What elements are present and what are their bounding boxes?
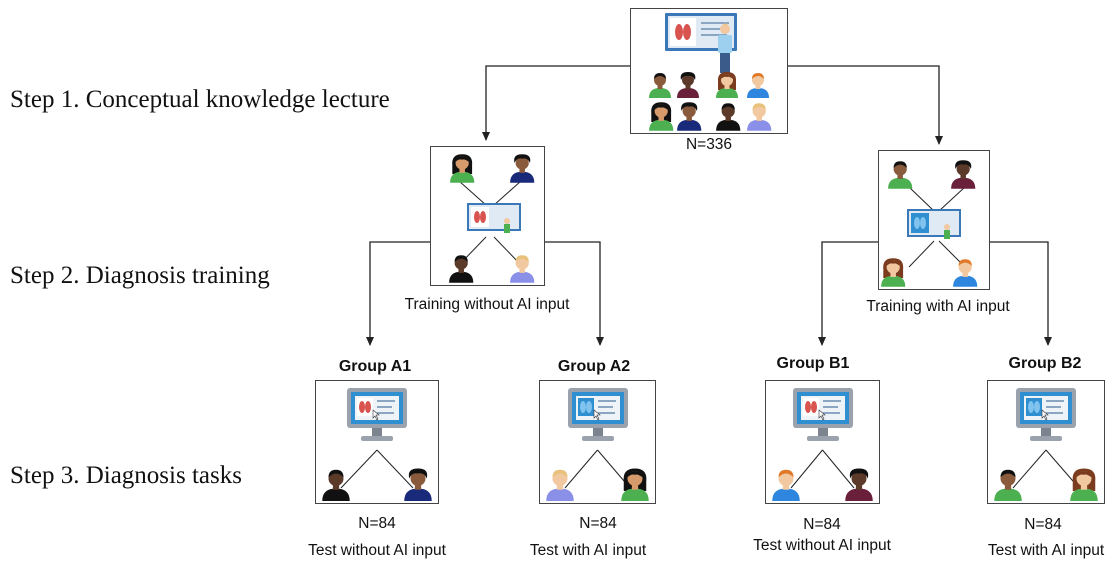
person-icon: [677, 72, 699, 98]
arrow-to-group-b2: [989, 241, 1052, 346]
person-icon: [649, 73, 671, 98]
group-a2-test-label: Test with AI input: [529, 542, 647, 559]
person-icon: [404, 468, 432, 501]
person-icon: [621, 468, 649, 501]
step-3-label: Step 3. Diagnosis tasks: [10, 462, 242, 489]
group-b1-test-label: Test without AI input: [753, 537, 891, 554]
person-icon: [888, 161, 913, 189]
person-icon: [845, 468, 873, 501]
presenter-icon: [718, 23, 732, 73]
person-icon: [772, 469, 800, 501]
lecture-count: N=336: [685, 136, 733, 153]
person-icon: [510, 154, 535, 183]
person-icon: [716, 72, 738, 98]
step-2-label: Step 2. Diagnosis training: [10, 262, 270, 289]
group-a2-title: Group A2: [557, 358, 631, 375]
arrow-to-group-b1: [818, 241, 879, 346]
person-icon: [450, 154, 475, 183]
group-connector-lines: [340, 449, 414, 489]
arrow-to-group-a1: [366, 241, 432, 346]
group-b1-title: Group B1: [776, 355, 850, 372]
presentation-board-icon: [467, 203, 521, 233]
person-icon: [649, 102, 674, 131]
person-icon: [747, 73, 769, 98]
step-1-label: Step 1. Conceptual knowledge lecture: [10, 86, 390, 113]
group-a1-test-label: Test without AI input: [308, 542, 446, 559]
person-icon: [716, 103, 741, 131]
person-icon: [747, 103, 772, 131]
computer-monitor-icon: [567, 388, 628, 441]
group-a1-count: N=84: [358, 515, 396, 532]
group-b2-test-label: Test with AI input: [987, 542, 1105, 559]
person-icon: [449, 255, 474, 283]
group-b2-title: Group B2: [1008, 355, 1082, 372]
group-b1-count: N=84: [803, 516, 841, 533]
person-icon: [510, 255, 535, 283]
person-icon: [994, 469, 1022, 501]
group-a1-title: Group A1: [338, 358, 412, 375]
computer-monitor-icon: [792, 388, 853, 441]
person-icon: [953, 259, 978, 287]
person-icon: [1070, 468, 1098, 501]
computer-monitor-icon: [1016, 388, 1076, 441]
training-with-ai-label: Training with AI input: [866, 298, 1010, 315]
training-without-ai-label: Training without AI input: [404, 296, 570, 313]
person-icon: [951, 160, 976, 189]
group-b2-count: N=84: [1024, 516, 1062, 533]
group-a2-count: N=84: [579, 515, 617, 532]
person-icon: [881, 258, 906, 287]
arrow-to-group-a2: [543, 241, 604, 346]
person-icon: [677, 102, 702, 131]
arrow-lecture-to-training-without-ai: [482, 65, 632, 141]
person-icon: [322, 469, 350, 501]
arrow-lecture-to-training-with-ai: [786, 65, 943, 145]
person-icon: [546, 469, 574, 501]
computer-monitor-icon: [347, 388, 407, 441]
presentation-board-icon: [907, 209, 961, 239]
group-connector-lines: [790, 449, 855, 489]
lecture-box: [630, 8, 788, 134]
presentation-board-icon: [665, 13, 737, 51]
